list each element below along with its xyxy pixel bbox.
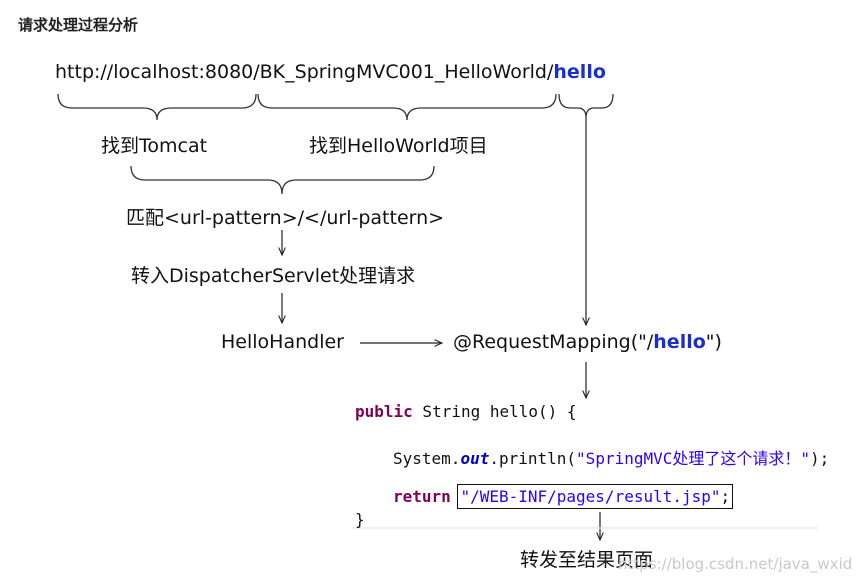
code-line-4: } bbox=[355, 510, 365, 529]
code-print-string: "SpringMVC处理了这个请求！" bbox=[576, 449, 811, 468]
mapping-prefix: @RequestMapping("/ bbox=[453, 331, 654, 353]
code-line3-end: ; bbox=[720, 487, 731, 506]
code-line-2: System.out.println("SpringMVC处理了这个请求！"); bbox=[393, 445, 829, 469]
forward-label: 转发至结果页面 bbox=[520, 549, 654, 571]
match-pattern-label: 匹配<url-pattern>/</url-pattern> bbox=[126, 207, 445, 229]
mapping-suffix: ") bbox=[705, 331, 722, 353]
url-prefix: http://localhost:8080/BK_SpringMVC001_He… bbox=[55, 61, 554, 83]
handler-label: HelloHandler bbox=[221, 331, 344, 353]
code-system: System. bbox=[393, 449, 461, 468]
code-field-out: out bbox=[460, 449, 490, 468]
request-mapping-label: @RequestMapping("/hello") bbox=[453, 331, 722, 353]
url-highlight: hello bbox=[553, 61, 606, 83]
code-line-3: return "/WEB-INF/pages/result.jsp"; bbox=[393, 484, 734, 509]
brace-project bbox=[257, 93, 557, 121]
brace-hello bbox=[558, 93, 614, 119]
code-keyword-public: public bbox=[355, 402, 413, 421]
code-println: .println( bbox=[489, 449, 577, 468]
request-url: http://localhost:8080/BK_SpringMVC001_He… bbox=[55, 61, 606, 83]
code-return-string: "/WEB-INF/pages/result.jsp" bbox=[460, 487, 721, 506]
find-project-label: 找到HelloWorld项目 bbox=[309, 135, 488, 157]
page-title: 请求处理过程分析 bbox=[18, 16, 139, 34]
brace-host bbox=[57, 93, 257, 121]
dispatch-label: 转入DispatcherServlet处理请求 bbox=[131, 265, 416, 287]
watermark: https://blog.csdn.net/java_wxid bbox=[618, 555, 853, 573]
code-method-signature: String hello() { bbox=[412, 402, 577, 421]
find-tomcat-label: 找到Tomcat bbox=[101, 135, 208, 157]
brace-combined bbox=[130, 165, 435, 195]
code-line-1: public String hello() { bbox=[355, 402, 577, 421]
code-keyword-return: return bbox=[393, 487, 451, 506]
return-value-box: "/WEB-INF/pages/result.jsp"; bbox=[457, 484, 734, 509]
mapping-highlight: hello bbox=[653, 331, 706, 353]
code-line2-end: ); bbox=[810, 449, 830, 468]
